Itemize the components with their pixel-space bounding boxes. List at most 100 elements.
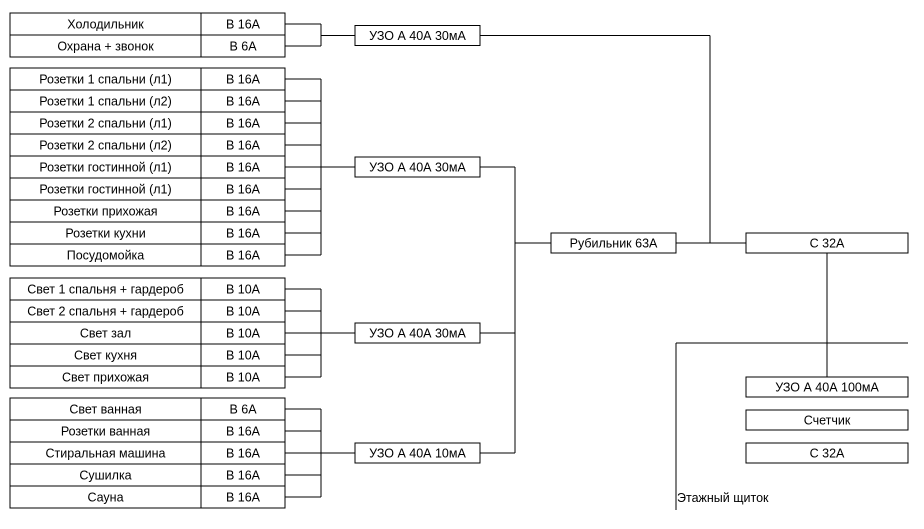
circuit-name-label: Розетки гостинной (л1) [39, 183, 171, 197]
rcd-box-label: УЗО А 40А 30мА [369, 327, 466, 341]
floor-panel-item-box [745, 442, 909, 464]
circuit-breaker: В 16А [200, 133, 286, 157]
circuit-breaker: В 16А [200, 199, 286, 223]
circuit-name: Свет ванная [9, 397, 202, 421]
circuit-breaker-label: В 16А [226, 249, 261, 263]
circuit-breaker-label: В 6А [229, 40, 257, 54]
rcd-box: УЗО А 40А 30мА [354, 25, 481, 46]
circuit-breaker-label: В 16А [226, 95, 261, 109]
circuit-name: Розетки гостинной (л1) [9, 177, 202, 201]
circuit-breaker-label: В 16А [226, 447, 261, 461]
circuit-breaker: В 10А [200, 299, 286, 323]
circuit-breaker: В 10А [200, 343, 286, 367]
floor-panel-item-label: Счетчик [804, 414, 851, 428]
circuit-breaker: В 16А [200, 12, 286, 36]
circuit-name-label: Свет 1 спальня + гардероб [27, 283, 184, 297]
floor-panel-item: С 32А [745, 442, 909, 464]
circuit-breaker-label: В 10А [226, 283, 261, 297]
circuit-breaker-label: В 10А [226, 305, 261, 319]
circuit-name-label: Розетки гостинной (л1) [39, 161, 171, 175]
floor-panel-item-box [745, 376, 909, 398]
circuit-name-label: Розетки 2 спальни (л1) [39, 117, 172, 131]
circuit-name-label: Охрана + звонок [57, 40, 154, 54]
circuit-name-label: Свет зал [80, 327, 131, 341]
circuit-name: Свет 2 спальня + гардероб [9, 299, 202, 323]
circuit-name: Розетки кухни [9, 221, 202, 245]
circuit-breaker-label: В 16А [226, 18, 261, 32]
circuit-name-label: Розетки ванная [61, 425, 150, 439]
circuit-breaker: В 16А [200, 463, 286, 487]
circuit-breaker-label: В 16А [226, 183, 261, 197]
circuit-name: Розетки 1 спальни (л2) [9, 89, 202, 113]
circuit-breaker-label: В 16А [226, 161, 261, 175]
circuit-breaker: В 10А [200, 365, 286, 389]
circuit-breaker-label: В 10А [226, 371, 261, 385]
main-switch-label: Рубильник 63А [570, 237, 658, 251]
floor-panel-item: Счетчик [745, 409, 909, 431]
circuit-name: Свет зал [9, 321, 202, 345]
circuit-name: Розетки гостинной (л1) [9, 155, 202, 179]
circuit-breaker-label: В 16А [226, 117, 261, 131]
circuit-name: Посудомойка [9, 243, 202, 267]
circuit-name: Охрана + звонок [9, 34, 202, 58]
circuit-breaker-label: В 16А [226, 491, 261, 505]
circuit-breaker: В 16А [200, 111, 286, 135]
circuit-breaker: В 16А [200, 89, 286, 113]
circuit-name-label: Розетки 2 спальни (л2) [39, 139, 172, 153]
circuit-name: Сушилка [9, 463, 202, 487]
floor-panel-item-label: УЗО А 40А 100мА [775, 381, 879, 395]
circuit-breaker: В 16А [200, 177, 286, 201]
input-breaker: С 32А [745, 232, 909, 254]
circuit-name: Свет кухня [9, 343, 202, 367]
circuit-name-label: Холодильник [67, 18, 144, 32]
circuit-breaker-label: В 16А [226, 227, 261, 241]
circuit-breaker-label: В 16А [226, 425, 261, 439]
rcd-box-label: УЗО А 40А 10мА [369, 447, 466, 461]
circuit-name-label: Стиральная машина [46, 447, 166, 461]
rcd-box-label: УЗО А 40А 30мА [369, 161, 466, 175]
circuit-name: Свет прихожая [9, 365, 202, 389]
circuit-breaker: В 16А [200, 441, 286, 465]
rcd-box: УЗО А 40А 10мА [354, 442, 481, 464]
circuit-breaker-label: В 16А [226, 139, 261, 153]
rcd-box-label: УЗО А 40А 30мА [369, 29, 466, 43]
circuit-breaker-label: В 6А [229, 403, 257, 417]
circuit-name-label: Свет прихожая [62, 371, 149, 385]
circuit-name-label: Сауна [87, 491, 123, 505]
circuit-breaker-label: В 10А [226, 349, 261, 363]
circuit-name-label: Сушилка [79, 469, 131, 483]
circuit-name: Розетки прихожая [9, 199, 202, 223]
floor-panel-item-box [745, 409, 909, 431]
circuit-name-label: Розетки 1 спальни (л2) [39, 95, 172, 109]
circuit-breaker: В 16А [200, 221, 286, 245]
circuit-breaker-label: В 10А [226, 327, 261, 341]
circuit-name-label: Посудомойка [67, 249, 145, 263]
circuit-breaker: В 16А [200, 155, 286, 179]
circuit-name: Холодильник [9, 12, 202, 36]
circuit-breaker: В 16А [200, 419, 286, 443]
circuit-breaker: В 16А [200, 485, 286, 509]
circuit-name: Стиральная машина [9, 441, 202, 465]
circuit-name-label: Розетки кухни [65, 227, 145, 241]
circuit-breaker-label: В 16А [226, 205, 261, 219]
circuit-name: Розетки 2 спальни (л2) [9, 133, 202, 157]
circuit-name: Свет 1 спальня + гардероб [9, 277, 202, 301]
circuit-name-label: Свет 2 спальня + гардероб [27, 305, 184, 319]
circuit-name-label: Розетки прихожая [53, 205, 157, 219]
circuit-breaker: В 16А [200, 67, 286, 91]
floor-panel-item: УЗО А 40А 100мА [745, 376, 909, 398]
circuit-breaker: В 6А [200, 34, 286, 58]
rcd-box: УЗО А 40А 30мА [354, 322, 481, 344]
circuit-breaker: В 6А [200, 397, 286, 421]
circuit-breaker: В 10А [200, 277, 286, 301]
floor-panel-label: Этажный щиток [677, 491, 769, 505]
input-breaker-label: С 32А [810, 237, 845, 251]
circuit-name-label: Свет ванная [69, 403, 141, 417]
circuit-name-label: Свет кухня [74, 349, 137, 363]
circuit-name: Сауна [9, 485, 202, 509]
circuit-breaker-label: В 16А [226, 469, 261, 483]
rcd-box: УЗО А 40А 30мА [354, 156, 481, 178]
circuit-name-label: Розетки 1 спальни (л1) [39, 73, 172, 87]
main-switch: Рубильник 63А [550, 232, 677, 254]
